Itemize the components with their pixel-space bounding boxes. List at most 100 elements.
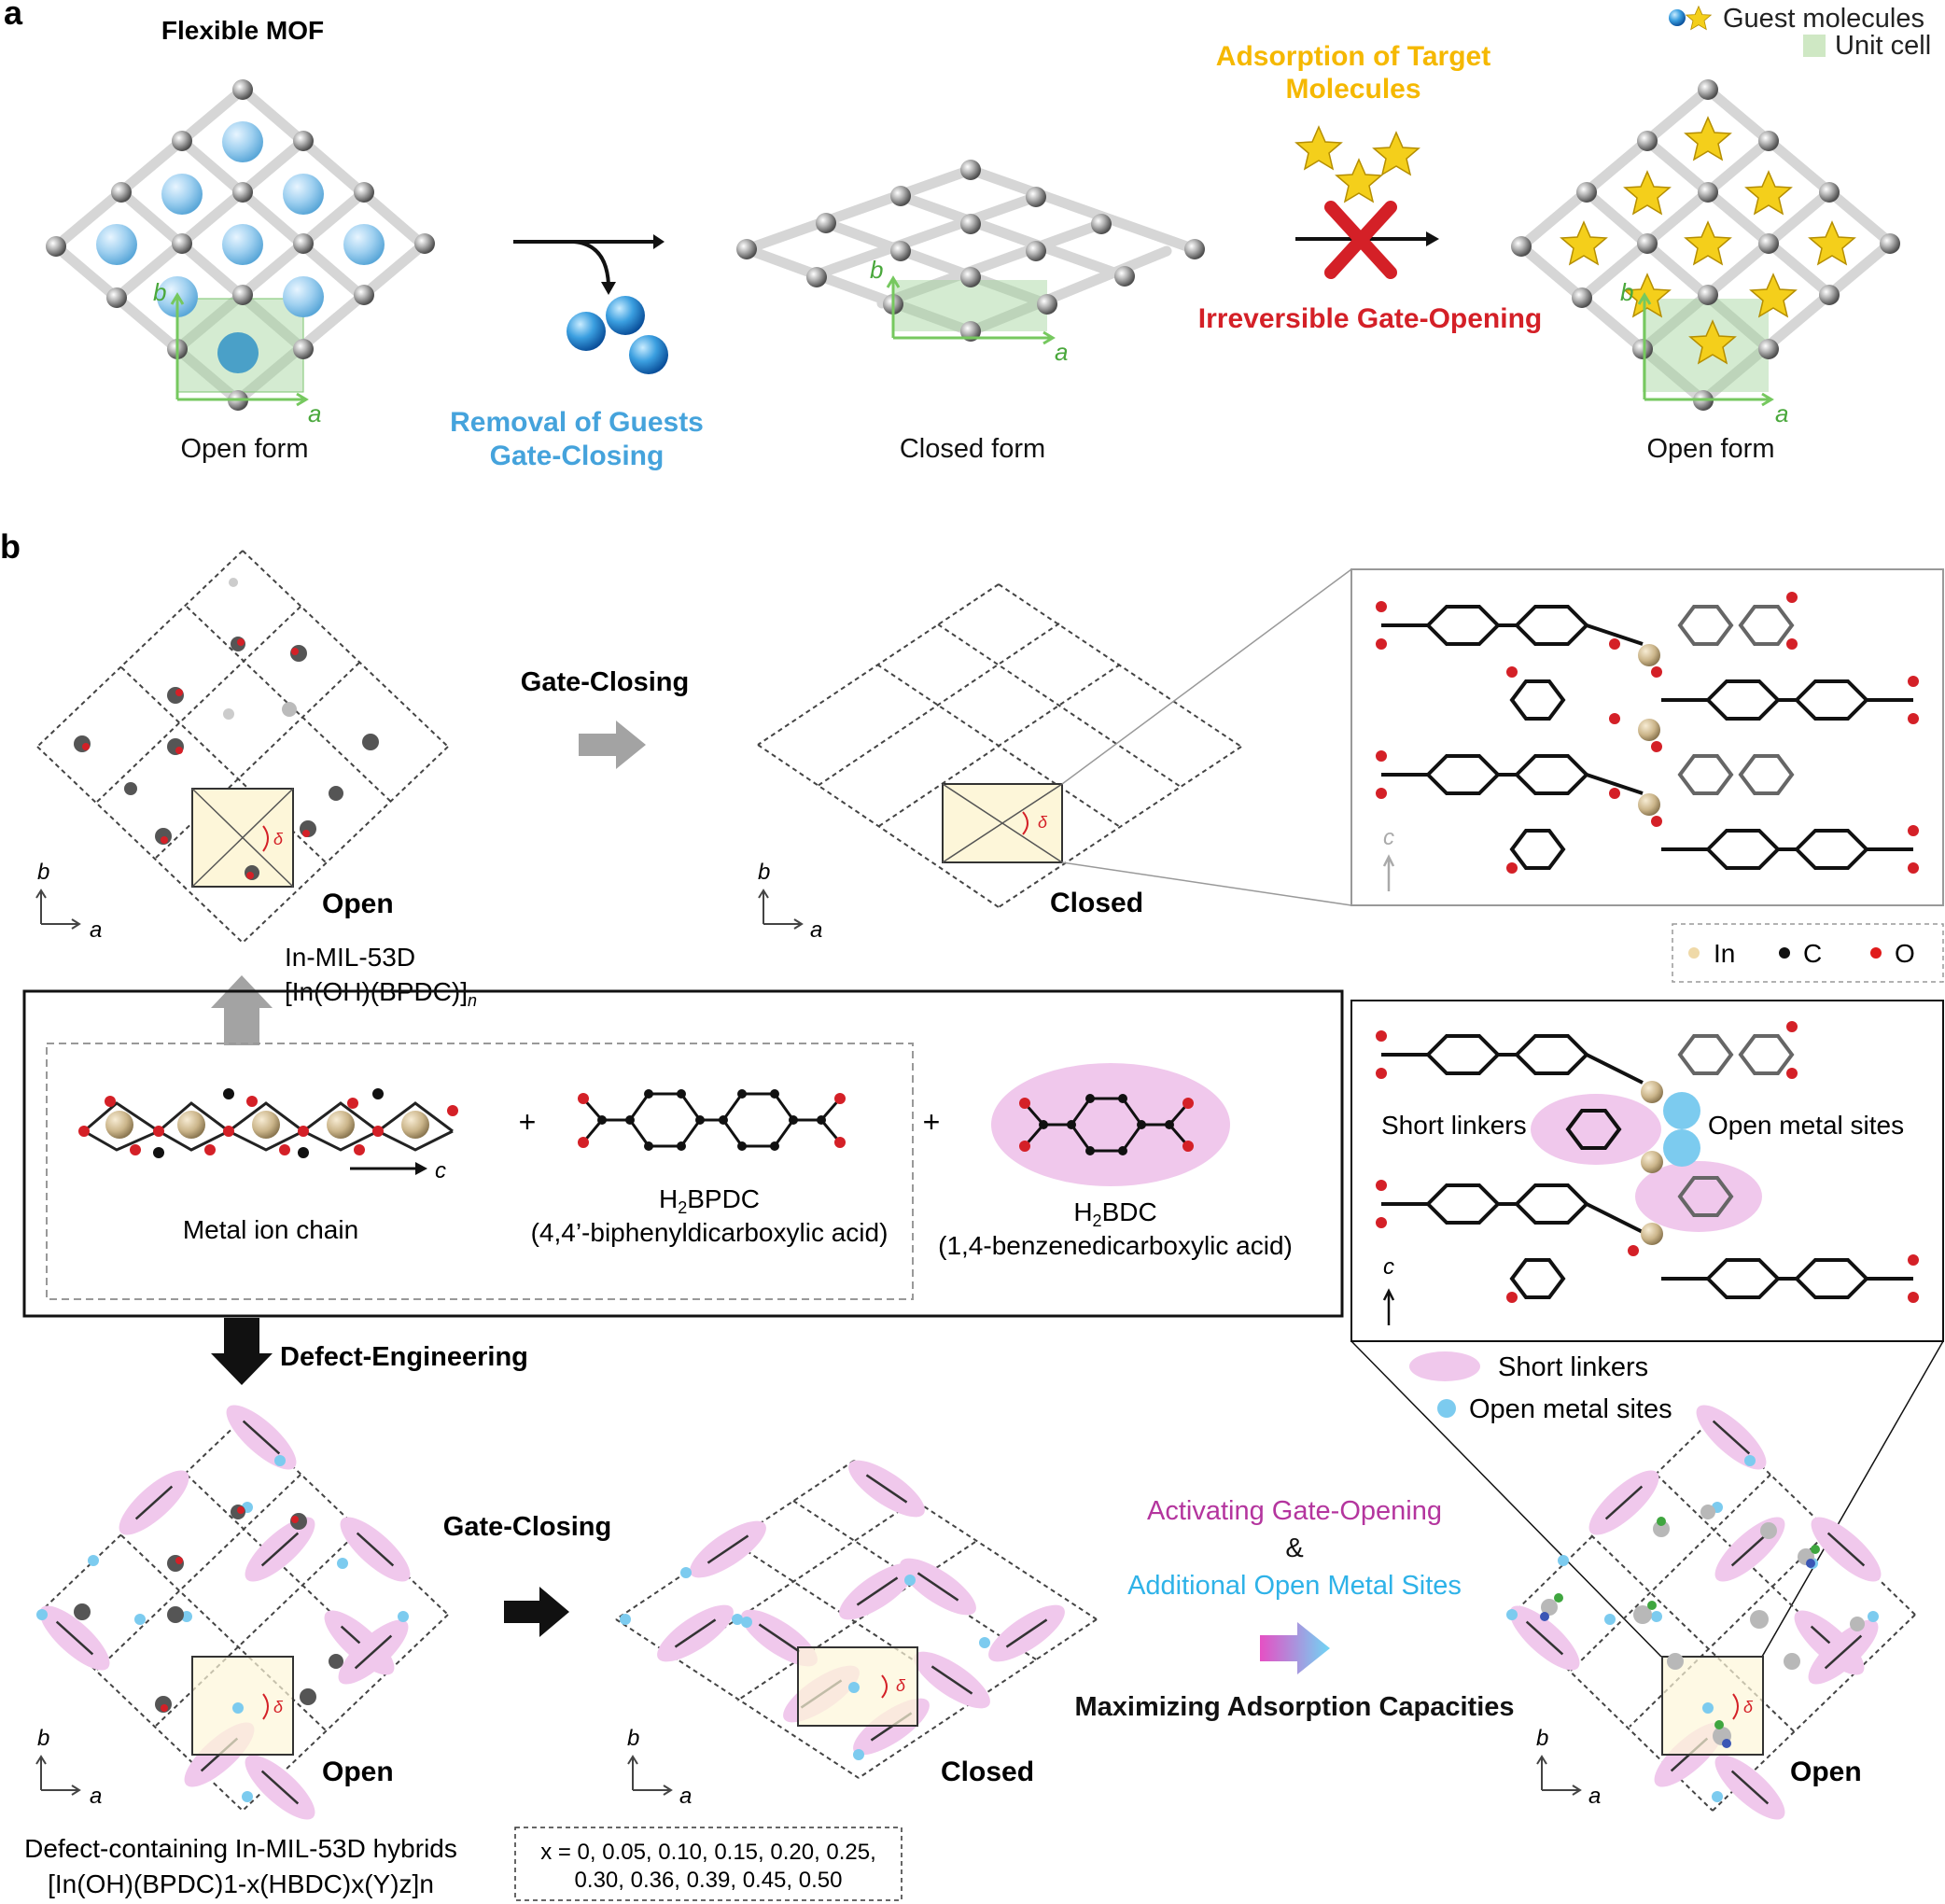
loaded-open-delta: δ (1743, 1698, 1754, 1716)
flexible-mof-title: Flexible MOF (161, 16, 324, 45)
legend-open-metal-sites: Open metal sites (1469, 1394, 1672, 1424)
legend-o: O (1895, 939, 1915, 968)
oxygen-dot-icon (1870, 947, 1882, 959)
molecules-label: Molecules (1285, 74, 1420, 105)
plus-2: + (923, 1105, 941, 1139)
defect-closed-lattice: δ b a (615, 1449, 1098, 1809)
closed-label-bottom: Closed (941, 1757, 1034, 1787)
closed-mof-framework: a b (736, 160, 1205, 366)
guest-star-icon (1686, 6, 1712, 30)
open-mof-framework-left: a b (46, 79, 435, 427)
closed-form-label: Closed form (900, 434, 1045, 464)
legend-c: C (1803, 939, 1822, 968)
open-label-bottom-left: Open (322, 1757, 394, 1787)
right-axis-a-label: a (1775, 399, 1788, 427)
x-values-line2: 0.30, 0.36, 0.39, 0.45, 0.50 (575, 1868, 843, 1893)
defect-legend: Short linkers Open metal sites (1409, 1351, 1672, 1424)
metal-chain-label: Metal ion chain (183, 1215, 358, 1244)
closed-label-top: Closed (1050, 888, 1143, 918)
closed-axis-a-label: a (1055, 338, 1068, 366)
open-form-label: Open form (181, 434, 309, 464)
b2-axis-b: b (758, 860, 770, 885)
gate-closing-arrow (513, 234, 668, 374)
closed-axis-b-label: b (870, 256, 883, 284)
down-arrow-icon (211, 1318, 273, 1385)
indium-dot-icon (1688, 947, 1700, 959)
axis-a-label: a (308, 399, 321, 427)
defect-open-delta: δ (273, 1698, 284, 1716)
plus-1: + (519, 1105, 537, 1139)
legend-short-linkers: Short linkers (1498, 1352, 1648, 1382)
in-mil-53d-closed-lattice: δ b a (757, 568, 1352, 943)
target-molecule-stars (1295, 126, 1420, 203)
mof-formula: [In(OH)(BPDC)]n (285, 977, 477, 1010)
gate-closing-top-label: Gate-Closing (521, 667, 689, 697)
defect-engineering-label: Defect-Engineering (280, 1342, 528, 1372)
b5-axis-b: b (1536, 1726, 1548, 1751)
additional-open-metal-sites-label: Additional Open Metal Sites (1127, 1571, 1462, 1601)
atom-legend: In C O (1672, 923, 1944, 983)
right-axis-b-label: b (1620, 278, 1633, 306)
carbon-dot-icon (1779, 947, 1790, 959)
zoom-axis-c-top: c (1383, 825, 1394, 850)
b5-axis-a: a (1588, 1784, 1601, 1809)
panel-b-letter: b (0, 527, 21, 566)
irreversible-gate-opening-label: Irreversible Gate-Opening (1198, 303, 1542, 334)
b3-axis-a: a (90, 1784, 102, 1809)
unit-cell-swatch (1803, 35, 1826, 57)
delta-angle-label: δ (273, 830, 284, 848)
gate-closing-bottom-label: Gate-Closing (443, 1512, 611, 1542)
defect-closed-delta: δ (896, 1676, 906, 1695)
b1-axis-b: b (37, 860, 49, 885)
open-label-bottom-right: Open (1790, 1757, 1862, 1787)
open-form-label-right: Open form (1647, 434, 1775, 464)
mof-name: In-MIL-53D (285, 943, 415, 972)
b4-axis-a: a (679, 1784, 692, 1809)
bpdc-name: H2BPDC (659, 1184, 760, 1217)
defect-open-lattice-loaded: δ b a (1350, 1340, 1944, 1831)
b1-axis-a: a (90, 917, 102, 943)
x-values-line1: x = 0, 0.05, 0.10, 0.15, 0.20, 0.25, (540, 1840, 876, 1865)
maximizing-adsorption-label: Maximizing Adsorption Capacities (1074, 1692, 1514, 1722)
bdc-name: H2BDC (1073, 1197, 1156, 1230)
chain-axis-c: c (435, 1158, 446, 1183)
b2-axis-a: a (810, 917, 822, 943)
closed-delta-label: δ (1038, 813, 1048, 832)
axis-b-label: b (153, 278, 166, 306)
chain-zoom-view-top: c (1350, 568, 1944, 906)
activating-gate-opening-label: Activating Gate-Opening (1147, 1496, 1442, 1526)
hybrids-formula: [In(OH)(BPDC)1-x(HBDC)x(Y)z]n (48, 1869, 434, 1898)
zoom-axis-c-bottom: c (1383, 1254, 1394, 1280)
b4-axis-b: b (627, 1726, 639, 1751)
up-arrow-icon (211, 975, 273, 1045)
bdc-full-name: (1,4-benzenedicarboxylic acid) (938, 1231, 1293, 1260)
open-metal-site-swatch (1437, 1399, 1456, 1418)
adsorption-target-label: Adsorption of Target (1216, 41, 1490, 72)
b3-axis-b: b (37, 1726, 49, 1751)
short-linker-swatch (1409, 1351, 1480, 1381)
cross-icon (1324, 201, 1397, 279)
removal-guests-label: Removal of Guests (450, 407, 704, 438)
building-blocks-box: c Metal ion chain + H2BPDC (4,4’-bipheny… (22, 989, 1344, 1318)
guest-sphere-icon (1669, 9, 1686, 26)
legend-guest-label: Guest molecules (1723, 4, 1924, 34)
zoom-open-metal-sites-label: Open metal sites (1708, 1111, 1904, 1140)
ampersand-label: & (1285, 1533, 1303, 1563)
legend-cell-label: Unit cell (1835, 31, 1931, 61)
in-mil-53d-open-lattice: δ b a (35, 550, 449, 944)
open-mof-framework-right: a b (1511, 79, 1900, 427)
legend-in: In (1714, 939, 1735, 968)
gray-arrow-icon (579, 721, 646, 769)
zoom-short-linkers-label: Short linkers (1381, 1111, 1527, 1140)
gate-closing-label: Gate-Closing (490, 441, 665, 471)
open-label-top: Open (322, 889, 394, 919)
defect-zoom-view: Short linkers Open metal sites c (1350, 1000, 1944, 1342)
black-arrow-icon (504, 1587, 569, 1637)
panel-a-legend: Guest molecules Unit cell (1669, 4, 1931, 61)
defect-open-lattice: δ b a (29, 1393, 449, 1831)
blocked-gate-opening-arrow (1295, 201, 1439, 279)
gradient-arrow-icon (1260, 1622, 1330, 1674)
panel-a-letter: a (4, 0, 23, 32)
x-values-box (514, 1827, 903, 1901)
